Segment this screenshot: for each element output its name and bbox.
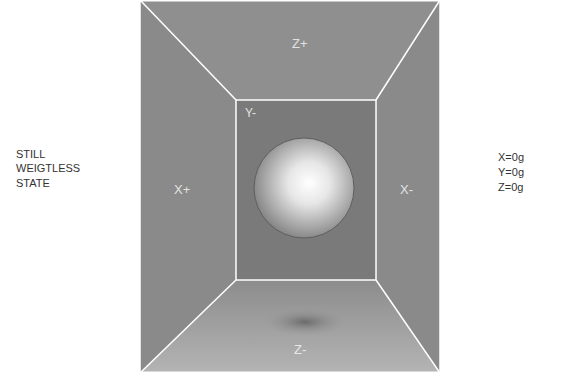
axis-value: Z=0g: [498, 180, 523, 194]
axis-value: X=0g: [498, 150, 524, 164]
axis-label: Z+: [292, 36, 308, 53]
axis-value: Y=0g: [498, 165, 524, 179]
axis-label: Y-: [245, 106, 256, 122]
axis-label: X+: [174, 182, 190, 199]
back-face: [236, 100, 376, 280]
ball-shadow: [263, 308, 347, 336]
floating-ball: [254, 138, 354, 238]
axis-label: Z-: [294, 342, 306, 359]
cube-edges: [140, 0, 440, 373]
axis-label: X-: [400, 182, 413, 199]
bottom-face: [140, 280, 440, 373]
state-note: STILL WEIGTLESS STATE: [16, 147, 80, 190]
